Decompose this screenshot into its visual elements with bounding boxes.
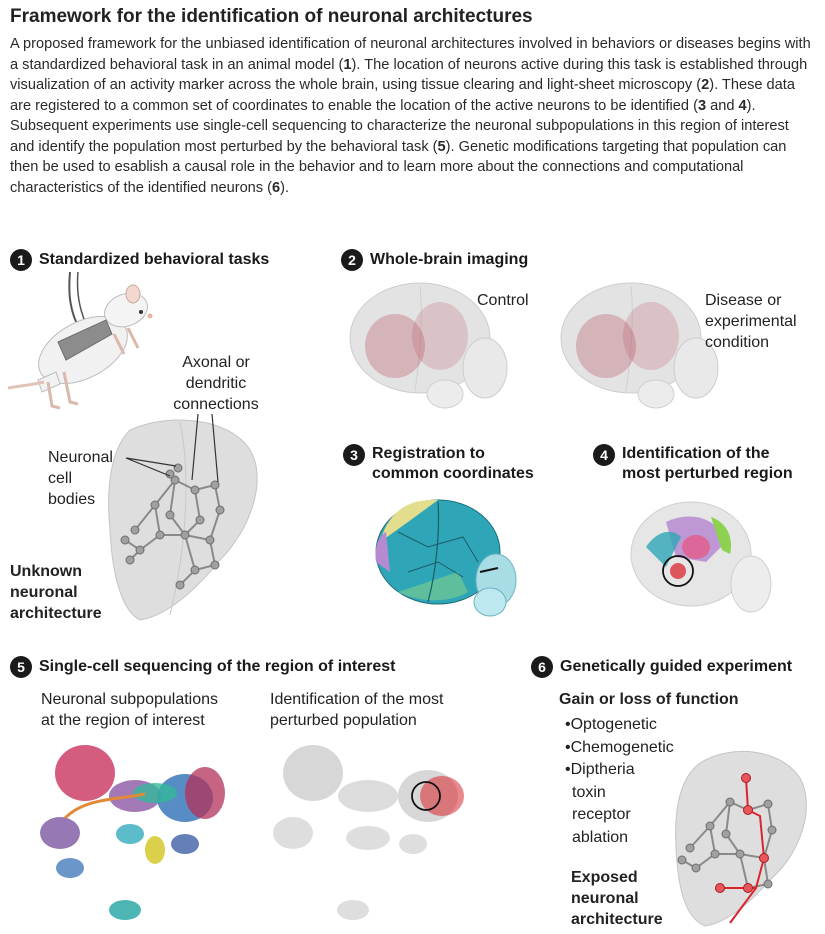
step4-title-line: most perturbed region	[622, 465, 793, 482]
exposed-label-line: architecture	[571, 911, 663, 928]
unknown-architecture-label: Unknown neuronal architecture	[10, 561, 102, 624]
disease-label-line: Disease or	[705, 292, 782, 309]
unknown-label-line: neuronal	[10, 584, 78, 601]
method-item: •Diptheria	[565, 761, 635, 778]
method-item: toxin	[572, 783, 606, 801]
method-item: ablation	[572, 828, 629, 846]
step2-heading: 2 Whole-brain imaging	[341, 249, 528, 271]
method-list: •Optogenetic •Chemogenetic •Diptheria to…	[565, 714, 674, 849]
disease-label-line: experimental	[705, 313, 797, 330]
cell-bodies-label-line: Neuronal	[48, 449, 113, 466]
gain-loss-subtitle: Gain or loss of function	[559, 691, 739, 708]
brain-network-exposed	[675, 750, 807, 927]
step6-heading: 6 Genetically guided experiment	[531, 656, 792, 678]
axonal-label-line: connections	[173, 396, 259, 413]
brain-atlas-image	[375, 499, 517, 617]
step4-heading: 4 Identification of the most perturbed r…	[593, 444, 793, 484]
step1-title: Standardized behavioral tasks	[39, 251, 270, 268]
disease-label-line: condition	[705, 334, 770, 351]
step1-heading: 1 Standardized behavioral tasks	[10, 249, 269, 271]
step5-number: 5	[10, 656, 32, 678]
disease-label: Disease or experimental condition	[705, 290, 797, 353]
unknown-label-line: Unknown	[10, 563, 82, 580]
axonal-label-line: dendritic	[185, 375, 247, 392]
subpopulations-label-line: Neuronal subpopulations	[41, 691, 219, 708]
step3-title-line: common coordinates	[372, 465, 534, 482]
subpopulations-label-line: at the region of interest	[41, 712, 205, 729]
step1-number: 1	[10, 249, 32, 271]
step3-number: 3	[343, 444, 365, 466]
unknown-label-line: architecture	[10, 605, 102, 622]
step6-number: 6	[531, 656, 553, 678]
control-label: Control	[477, 292, 529, 309]
intro-paragraph: A proposed framework for the unbiased id…	[10, 36, 811, 196]
perturbed-label-line: perturbed population	[270, 712, 417, 729]
brain-network-unknown	[108, 413, 258, 621]
subpopulations-label: Neuronal subpopulations at the region of…	[41, 689, 218, 731]
axonal-label-line: Axonal or	[182, 354, 250, 371]
step6-title: Genetically guided experiment	[560, 658, 793, 675]
step2-title: Whole-brain imaging	[370, 251, 529, 268]
method-item: receptor	[572, 806, 631, 823]
step4-title-line: Identification of the	[622, 445, 770, 462]
step2-number: 2	[341, 249, 363, 271]
cell-bodies-label-line: bodies	[48, 491, 96, 508]
exposed-architecture-label: Exposed neuronal architecture	[571, 867, 663, 930]
step4-number: 4	[593, 444, 615, 466]
perturbed-population-label: Identification of the most perturbed pop…	[270, 689, 443, 731]
umap-colored-clusters	[40, 745, 225, 920]
perturbed-label-line: Identification of the most	[270, 691, 444, 708]
step5-title: Single-cell sequencing of the region of …	[39, 658, 396, 675]
umap-perturbed-population	[273, 745, 464, 920]
brain-region-image	[630, 501, 772, 613]
step3-heading: 3 Registration to common coordinates	[343, 444, 534, 484]
method-item: •Chemogenetic	[565, 738, 674, 756]
brain-control-image	[349, 282, 508, 409]
exposed-label-line: Exposed	[571, 869, 638, 886]
axonal-label: Axonal or dendritic connections	[166, 352, 266, 415]
step5-heading: 5 Single-cell sequencing of the region o…	[10, 656, 396, 678]
brain-disease-image	[560, 282, 719, 409]
method-item: •Optogenetic	[565, 716, 657, 733]
figure-title: Framework for the identification of neur…	[10, 6, 533, 27]
mouse-illustration	[8, 272, 153, 410]
cell-bodies-label: Neuronal cell bodies	[48, 447, 113, 510]
exposed-label-line: neuronal	[571, 890, 639, 907]
cell-bodies-label-line: cell	[48, 470, 73, 487]
step3-title-line: Registration to	[372, 445, 485, 462]
